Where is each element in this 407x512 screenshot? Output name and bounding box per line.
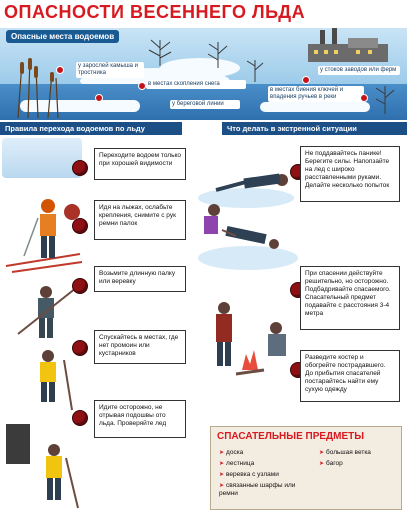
arrow-icon: ➤ (319, 461, 325, 467)
hazard-marker (138, 82, 146, 90)
step-marker (72, 160, 88, 176)
emergency-card: Не поддавайтесь панике! Берегите силы. Н… (300, 146, 400, 202)
hazard-note: в местах биения ключей и впадения ручьев… (268, 86, 364, 102)
rescue-item: ➤лестница (219, 460, 255, 467)
skier-illustration (5, 199, 83, 273)
rule-card: Переходите водоем только при хорошей вид… (94, 148, 186, 180)
hazard-note: у стоков заводов или ферм (318, 66, 400, 75)
hazard-marker (95, 94, 103, 102)
person-on-ice-illustration (198, 173, 294, 208)
rescue-crawl-illustration (198, 204, 298, 270)
rescue-items-panel: СПАСАТЕЛЬНЫЕ ПРЕДМЕТЫ ➤доска ➤лестница ➤… (210, 426, 402, 510)
descending-person-illustration (40, 350, 73, 411)
tree-icon (148, 39, 172, 66)
rescue-item: ➤веревка с узлами (219, 471, 279, 478)
emergency-card: Разведите костер и обогрейте пострадавше… (300, 350, 400, 402)
tree-icon (246, 60, 264, 82)
snow-drift (160, 58, 240, 78)
hazard-marker (302, 76, 310, 84)
rule-card: Возьмите длинную палку или веревку (94, 266, 186, 292)
tree-icon (375, 86, 395, 114)
walking-person-illustration (6, 424, 79, 509)
arrow-icon: ➤ (319, 450, 325, 456)
hazard-map: Опасные места водоемов у заросл (0, 28, 407, 120)
ice-floe (260, 102, 370, 112)
rules-header: Правила перехода водоемов по льду (0, 122, 182, 135)
arrow-icon: ➤ (219, 450, 225, 456)
step-marker (72, 340, 88, 356)
arrow-icon: ➤ (219, 461, 225, 467)
rescue-items-left: ➤доска ➤лестница ➤веревка с узлами ➤связ… (219, 449, 311, 497)
ice-scene (2, 138, 82, 178)
map-label: Опасные места водоемов (6, 30, 120, 43)
hazard-note: в местах скопления снега (146, 80, 246, 89)
rule-card: Спускайтесь в местах, где нет промоин ил… (94, 330, 186, 364)
hazard-note: у береговой линии (170, 100, 240, 109)
rule-card: Идите осторожно, не отрывая подошвы ото … (94, 400, 186, 438)
campfire-illustration (216, 302, 286, 376)
hazard-marker (56, 66, 64, 74)
arrow-icon: ➤ (219, 483, 225, 489)
ice-floe (20, 100, 140, 112)
rescue-item: ➤большая ветка (319, 449, 371, 456)
hazard-marker (360, 94, 368, 102)
rescue-item: ➤связанные шарфы или ремни (219, 482, 296, 497)
step-marker (72, 410, 88, 426)
rescue-items-title: СПАСАТЕЛЬНЫЕ ПРЕДМЕТЫ (217, 431, 365, 442)
rule-card: Идя на лыжах, ослабьте крепления, снимит… (94, 200, 186, 240)
tree-icon (207, 42, 228, 68)
emergency-card: При спасении действуйте решительно, но о… (300, 266, 400, 330)
step-marker (72, 218, 88, 234)
rescue-item: ➤доска (219, 449, 244, 456)
page-title: ОПАСНОСТИ ВЕСЕННЕГО ЛЬДА (4, 2, 306, 22)
rescue-item: ➤багор (319, 460, 343, 467)
hazard-note: у зарослей камыша и тростника (76, 62, 144, 78)
emergency-header: Что делать в экстренной ситуации (222, 122, 407, 135)
reeds-icon (17, 57, 59, 118)
stick-person-illustration (17, 286, 77, 338)
step-marker (72, 278, 88, 294)
arrow-icon: ➤ (219, 472, 225, 478)
rescue-items-right: ➤большая ветка ➤багор (319, 449, 399, 468)
factory-icon (308, 28, 388, 62)
